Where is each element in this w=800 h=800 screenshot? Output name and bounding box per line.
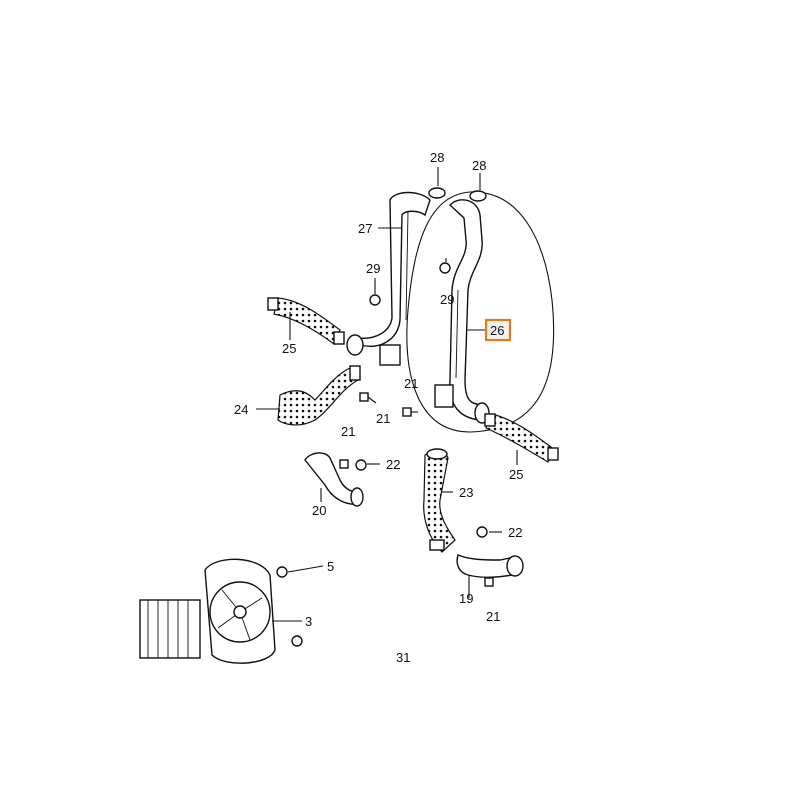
- label-5: 5: [327, 559, 334, 574]
- bolt-21-d: [484, 577, 494, 587]
- label-22-b: 22: [508, 525, 522, 540]
- label-21-d: 21: [486, 609, 500, 624]
- bolt-21-c: [339, 459, 349, 469]
- o-ring-28-right: [469, 190, 487, 202]
- label-19: 19: [459, 591, 473, 606]
- pipe-26: [434, 199, 490, 424]
- pipe-27: [346, 191, 431, 366]
- label-26: 26: [490, 323, 504, 338]
- label-3: 3: [305, 614, 312, 629]
- nut-29-left: [369, 294, 381, 306]
- label-22-a: 22: [386, 457, 400, 472]
- label-21-c: 21: [341, 424, 355, 439]
- label-25-right: 25: [509, 467, 523, 482]
- hose-25-right: [484, 413, 559, 463]
- hose-25-left: [267, 297, 345, 345]
- radiator-31: [139, 599, 201, 659]
- label-21-a: 21: [376, 411, 390, 426]
- nut-22-a: [355, 459, 367, 471]
- label-27: 27: [358, 221, 372, 236]
- hose-23: [423, 448, 456, 553]
- label-25-left: 25: [282, 341, 296, 356]
- label-28-right: 28: [472, 158, 486, 173]
- bolt-21-b: [402, 407, 418, 417]
- bolt-21-a: [359, 392, 377, 404]
- label-21-b: 21: [404, 376, 418, 391]
- label-24: 24: [234, 402, 248, 417]
- o-ring-28-left: [428, 187, 446, 199]
- label-31: 31: [396, 650, 410, 665]
- highlight-box-26: [484, 318, 512, 342]
- sensor-5: [276, 566, 288, 578]
- pipe-20: [304, 452, 364, 507]
- nut-22-b: [476, 526, 488, 538]
- label-28-left: 28: [430, 150, 444, 165]
- group-outline: [406, 191, 555, 433]
- pipe-19: [456, 554, 524, 578]
- label-23: 23: [459, 485, 473, 500]
- label-20: 20: [312, 503, 326, 518]
- fan-3: [204, 558, 276, 664]
- label-29-left: 29: [366, 261, 380, 276]
- nut-fan: [291, 635, 303, 647]
- label-29-right: 29: [440, 292, 454, 307]
- hose-24: [277, 365, 361, 426]
- nut-29-right: [439, 262, 451, 274]
